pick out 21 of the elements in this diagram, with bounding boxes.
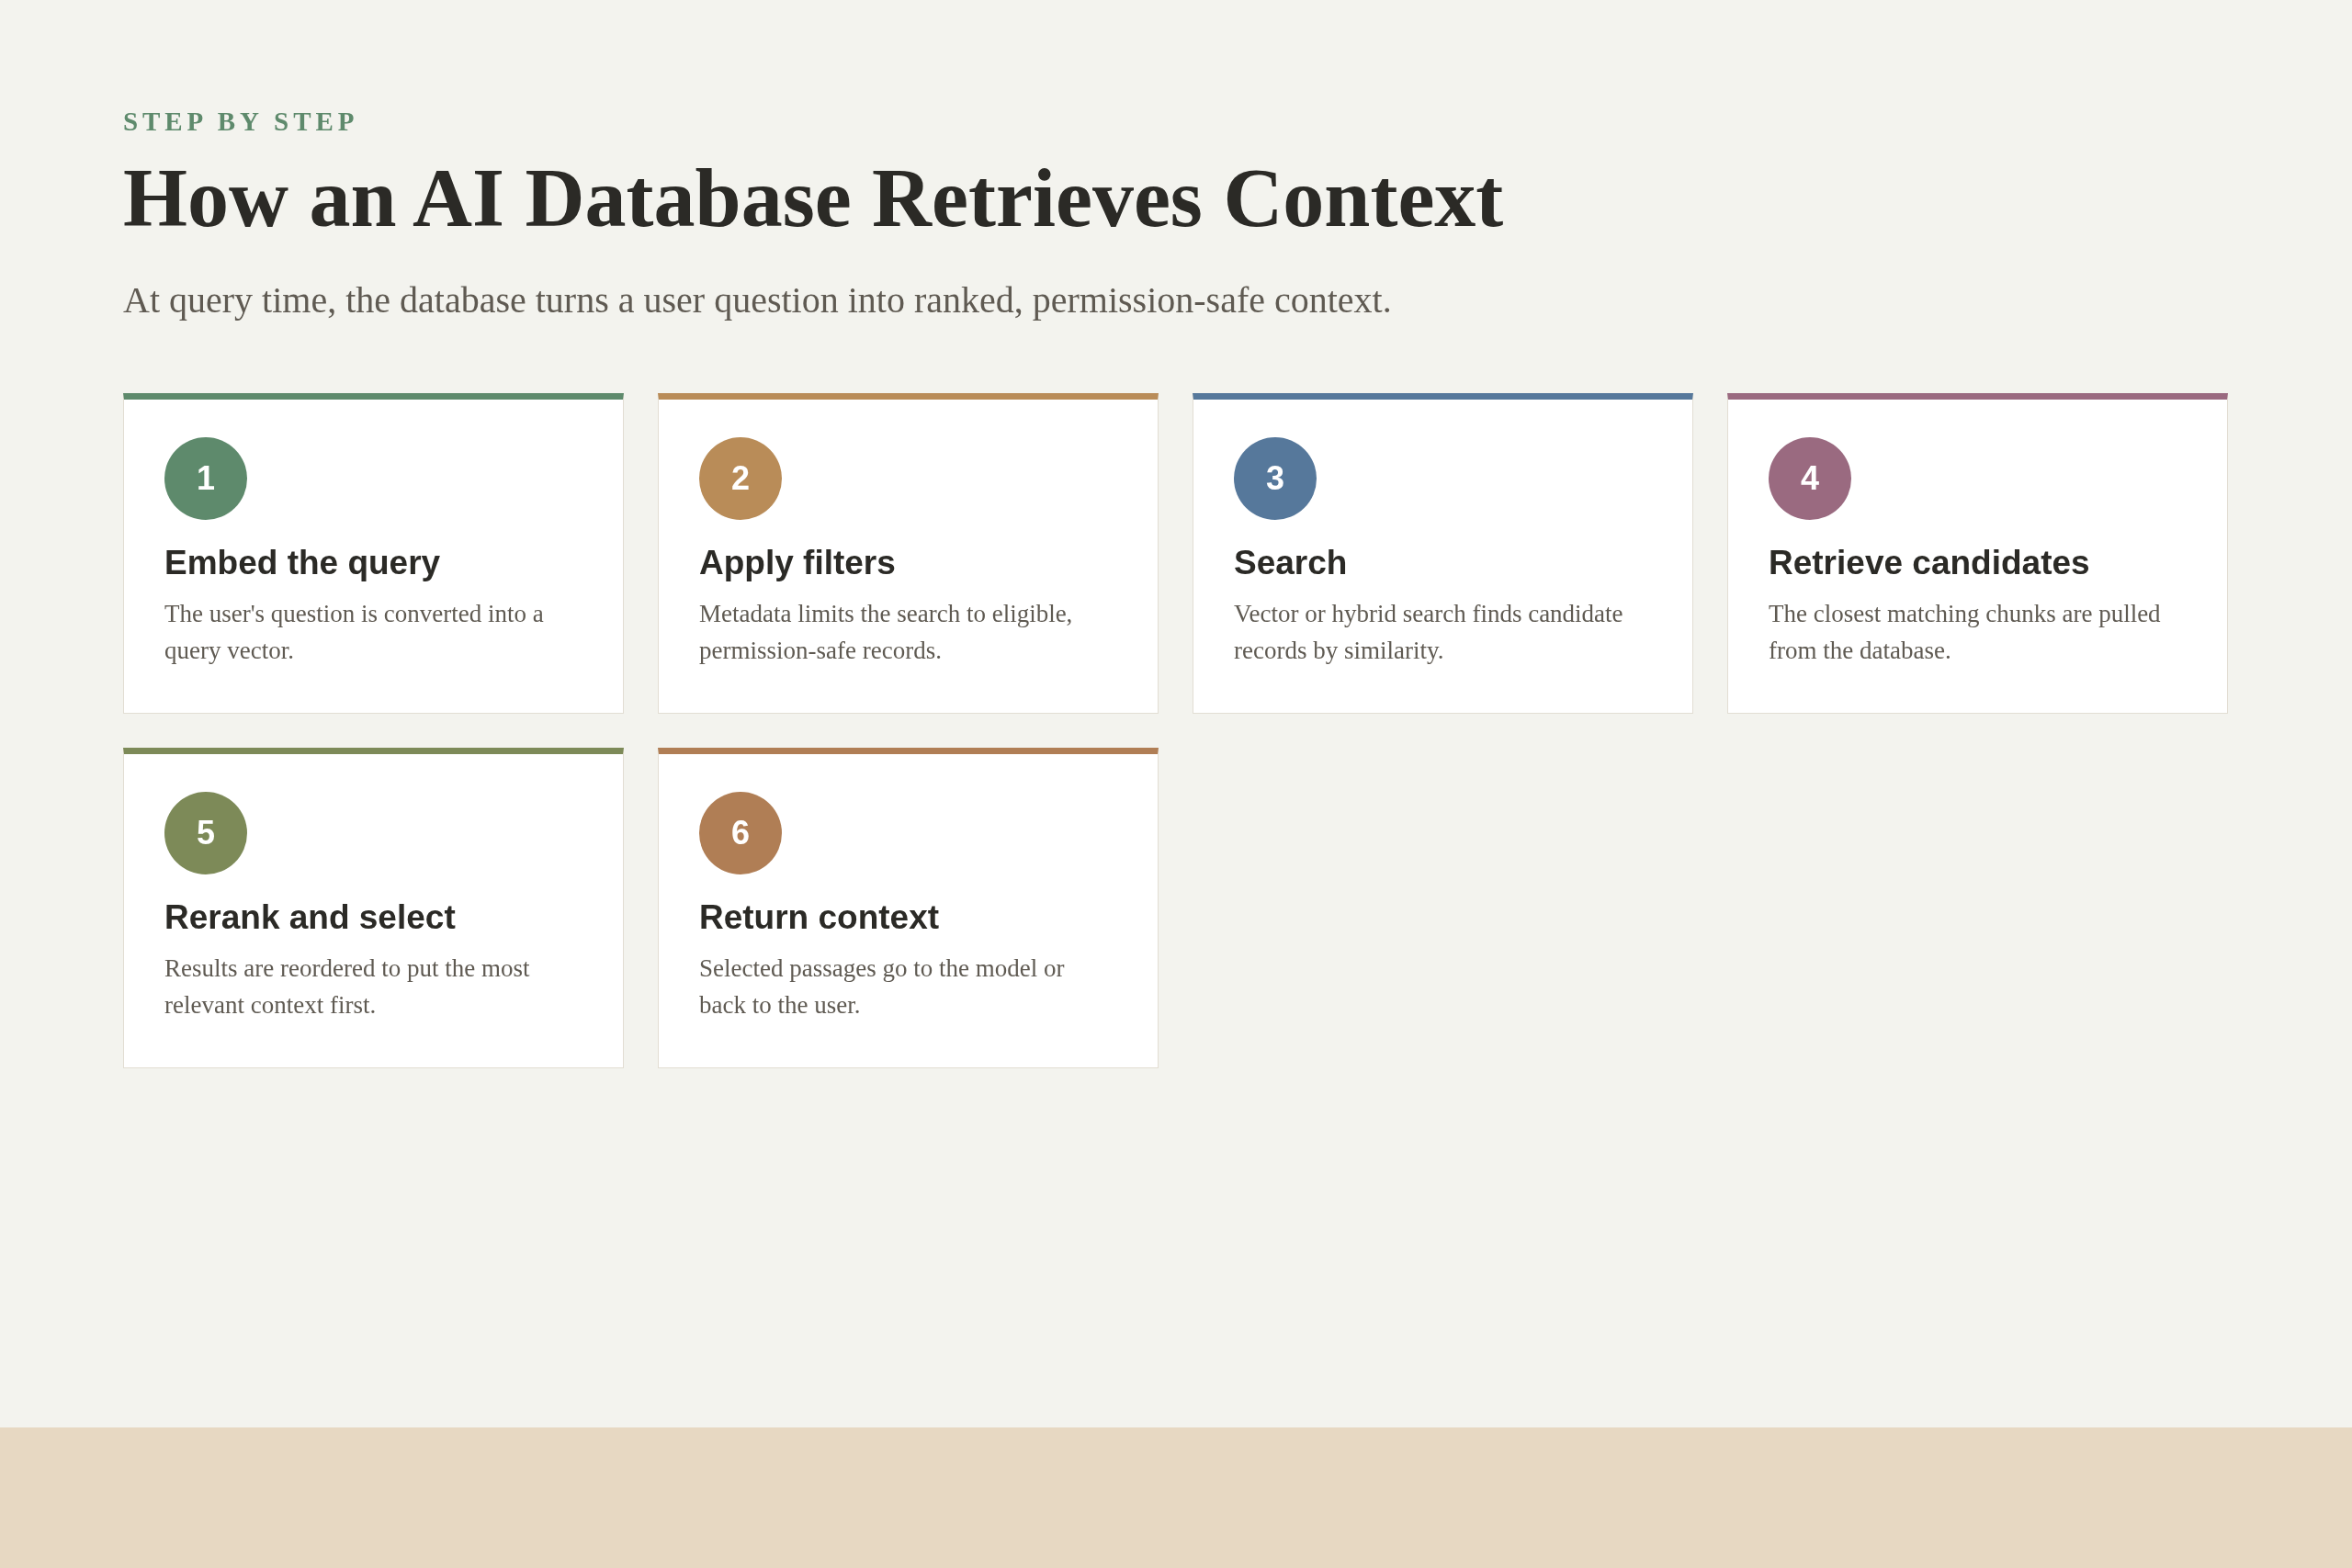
step-card <box>658 393 1159 714</box>
step-description: Selected passages go to the model or back to the user. <box>699 953 1066 1021</box>
step-title: Retrieve candidates <box>1769 546 2091 580</box>
subtitle: At query time, the database turns a user question into ranked, permission-safe context. <box>123 282 1392 319</box>
step-description: The closest matching chunks are pulled from the database. <box>1769 599 2162 666</box>
step-title: Return context <box>699 900 941 934</box>
step-card <box>1193 393 1693 714</box>
step-card <box>123 393 624 714</box>
step-title: Search <box>1234 546 1349 580</box>
eyebrow-label: STEP BY STEP <box>123 108 359 135</box>
step-card <box>1727 393 2228 714</box>
step-description: The user's question is converted into a query vector. <box>164 599 545 666</box>
step-title: Embed the query <box>164 546 442 580</box>
step-description: Metadata limits the search to eligible, permission-safe records. <box>699 599 1074 666</box>
step-description: Results are reordered to put the most relevant context first. <box>164 953 531 1021</box>
step-card <box>658 748 1159 1068</box>
step-title: Apply filters <box>699 546 897 580</box>
step-title: Rerank and select <box>164 900 457 934</box>
step-card <box>123 748 624 1068</box>
step-description: Vector or hybrid search finds candidate records by similarity. <box>1234 599 1624 666</box>
page-title: How an AI Database Retrieves Context <box>123 157 1504 240</box>
